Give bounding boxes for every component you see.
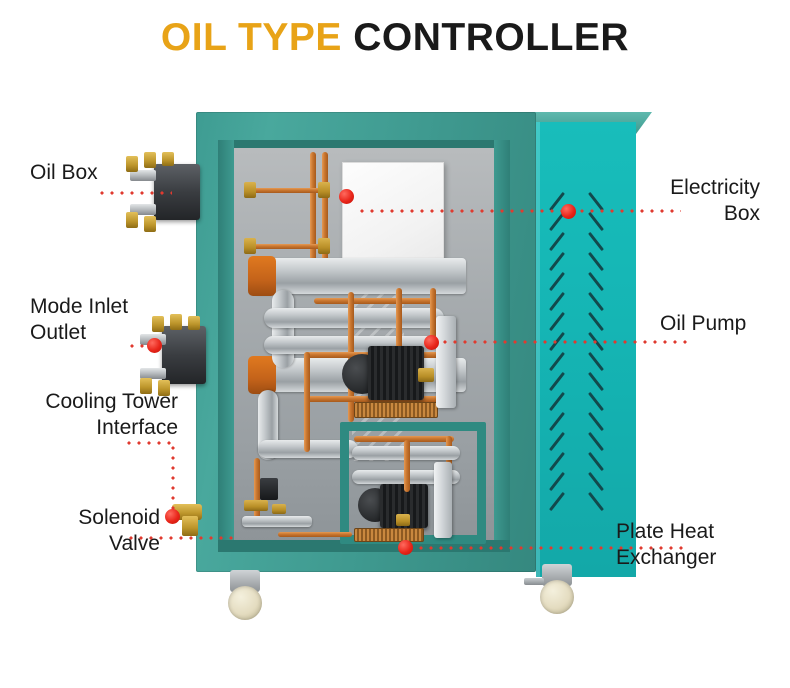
interior-frame-right	[494, 140, 510, 552]
mode-nipple-lower	[140, 368, 166, 379]
steel-pipe	[242, 516, 312, 527]
brass-fitting	[170, 314, 182, 330]
brass-fitting	[244, 182, 256, 198]
leader-line-electricity-box	[357, 209, 681, 213]
leader-line-solenoid-valve	[126, 536, 234, 540]
page-title: OIL TYPE CONTROLLER	[0, 16, 790, 60]
copper-pipe	[248, 244, 328, 249]
marker-dot-cooling-tower-interface	[165, 509, 180, 524]
copper-pipe	[404, 440, 410, 492]
brass-fitting	[188, 316, 200, 330]
leader-line-oil-box	[97, 191, 172, 195]
callout-label-electricity-box: Electricity Box	[670, 176, 760, 225]
leader-line-oil-pump	[430, 340, 692, 344]
leader-line-plate-heat-exchanger	[406, 546, 686, 550]
oil-box-nipple-upper	[130, 170, 156, 181]
oil-pump-motor	[368, 346, 424, 400]
marker-dot-electricity-box-unit	[339, 189, 354, 204]
callout-label-oil-box: Oil Box	[30, 161, 98, 184]
callout-label-plate-heat-exchanger: Plate Heat Exchanger	[616, 520, 717, 569]
brass-fitting	[318, 182, 330, 198]
brass-fitting	[244, 238, 256, 254]
solenoid-coil	[260, 478, 278, 500]
side-panel-highlight	[536, 122, 540, 577]
machine-interior	[218, 140, 510, 552]
ventilation-louvers	[544, 191, 610, 530]
plate-heat-exchanger	[354, 528, 424, 542]
interior-frame-left	[218, 140, 234, 552]
brass-fitting	[126, 212, 138, 228]
brass-fitting	[162, 152, 174, 166]
mode-inlet-outlet-connector	[162, 326, 206, 384]
tank-end-cap	[248, 256, 276, 296]
brass-fitting	[144, 216, 156, 232]
brass-fitting	[318, 238, 330, 254]
brass-fitting	[396, 514, 410, 526]
brass-fitting	[272, 504, 286, 514]
leader-line-cooling-tower-horizontal	[124, 441, 176, 445]
machine-illustration	[126, 112, 652, 620]
louver-column-right	[577, 191, 610, 530]
steel-pipe	[272, 290, 294, 368]
cabinet-front-frame	[196, 112, 536, 572]
brass-fitting	[152, 316, 164, 332]
brass-fitting	[140, 378, 152, 394]
filter-canister	[434, 462, 452, 538]
caster-brake-lever[interactable]	[524, 578, 544, 585]
marker-dot-mode-inlet-outlet	[147, 338, 162, 353]
marker-dot-electricity-box-panel	[561, 204, 576, 219]
caster-roller	[228, 586, 262, 620]
page-title-dark: CONTROLLER	[353, 16, 630, 59]
copper-pipe	[254, 458, 260, 518]
callout-label-oil-pump: Oil Pump	[660, 312, 747, 335]
cabinet-side-panel	[536, 122, 636, 577]
brass-fitting	[418, 368, 434, 382]
copper-pipe	[310, 152, 316, 272]
plate-heat-exchanger	[354, 402, 438, 418]
copper-pipe	[314, 298, 434, 304]
page-title-accent: OIL TYPE	[160, 16, 342, 59]
leader-line-mode-inlet-outlet	[127, 344, 155, 348]
marker-dot-plate-heat-exchanger	[398, 540, 413, 555]
copper-pipe	[354, 436, 454, 442]
caster-wheel-left	[224, 570, 268, 622]
copper-pipe	[248, 188, 328, 193]
interior-frame-top	[218, 140, 510, 148]
oil-box-nipple-lower	[130, 204, 156, 215]
callout-label-mode-inlet-outlet: Mode Inlet Outlet	[30, 295, 129, 344]
steel-pipe	[264, 308, 444, 328]
filter-canister	[436, 316, 456, 408]
caster-wheel-right	[524, 564, 580, 616]
callout-label-solenoid-valve: Solenoid Valve	[78, 506, 160, 555]
copper-pipe	[322, 152, 328, 272]
caster-roller	[540, 580, 574, 614]
copper-pipe	[304, 352, 310, 452]
copper-pipe	[430, 288, 436, 348]
marker-dot-oil-pump	[424, 335, 439, 350]
tank-end-cap	[248, 356, 276, 394]
callout-label-cooling-tower-interface: Cooling Tower Interface	[45, 390, 178, 439]
brass-fitting	[158, 380, 170, 396]
leader-line-cooling-tower-vertical	[171, 443, 175, 515]
valve-stem	[182, 516, 198, 536]
solenoid-valve-body	[244, 500, 268, 511]
copper-pipe	[396, 288, 402, 398]
louver-column-left	[544, 191, 577, 530]
brass-fitting	[144, 152, 156, 168]
brass-fitting	[126, 156, 138, 172]
copper-pipe	[278, 532, 352, 537]
